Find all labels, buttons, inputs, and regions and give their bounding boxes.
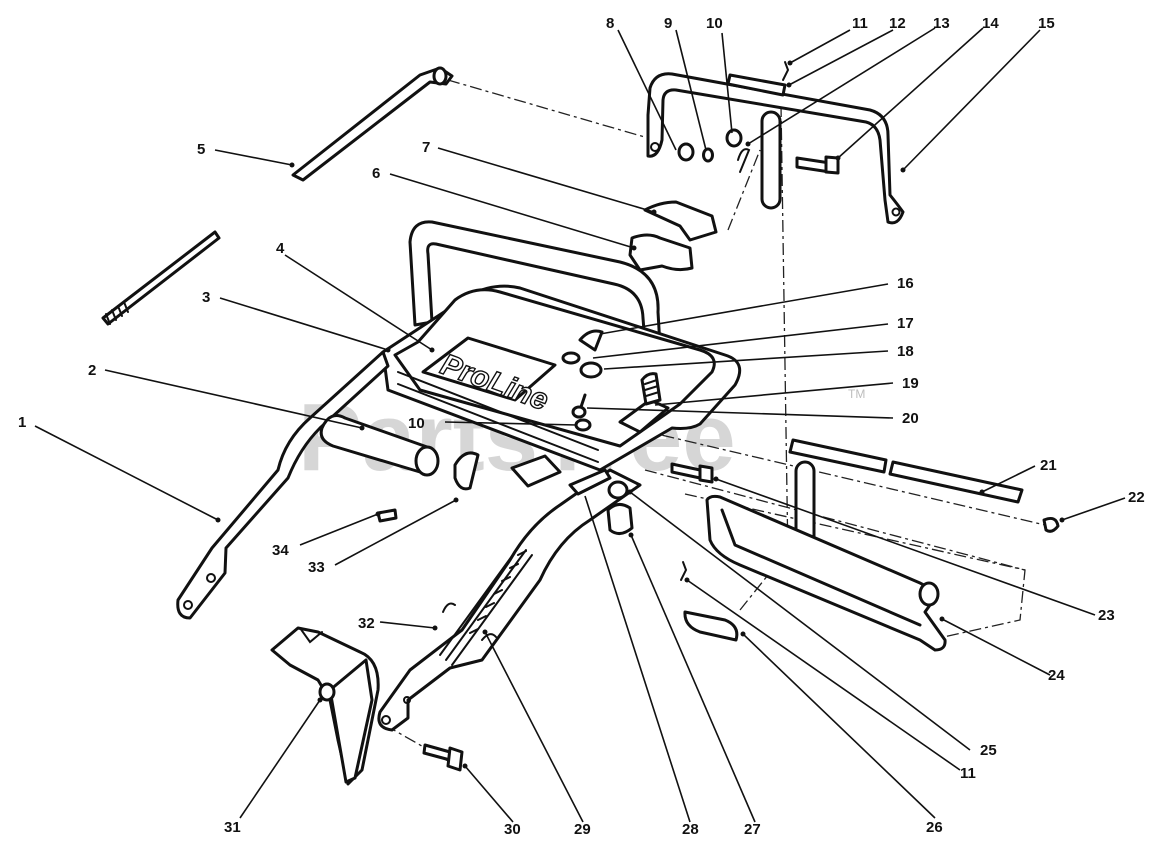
callout-label: 5 (197, 141, 205, 158)
callout-label: 4 (276, 240, 285, 257)
leader-dots (215, 60, 1065, 769)
parts-33-34 (376, 451, 562, 523)
part-24-bail (705, 494, 947, 652)
callout-label: 31 (224, 819, 241, 836)
callout-label: 25 (980, 742, 997, 759)
callout-label: 22 (1128, 489, 1145, 506)
part-21-rod (788, 438, 1060, 533)
callout-label: 8 (606, 15, 614, 32)
callout-label: 1 (18, 414, 26, 431)
lower-handle-frame: ProLine (176, 220, 742, 620)
callout-label: 7 (422, 139, 430, 156)
part-31-bracket (270, 626, 380, 786)
callout-label: 6 (372, 165, 380, 182)
parts-25-27-knobs (606, 480, 634, 535)
callout-label: 14 (982, 15, 999, 32)
hardware-8-14 (677, 61, 840, 175)
callout-label: 2 (88, 362, 96, 379)
callout-labels: 1 2 3 4 5 6 7 8 9 10 11 12 13 14 15 16 1… (18, 15, 1145, 838)
callout-label: 30 (504, 821, 521, 838)
callout-label: 11 (960, 765, 976, 782)
callout-label: 34 (272, 542, 289, 559)
callout-label: 18 (897, 343, 914, 360)
callout-label: 10 (408, 415, 425, 432)
leader-lines (34, 27, 1126, 823)
lower-handle-tube (377, 468, 642, 732)
part-26-plate (680, 561, 739, 642)
callout-label: 12 (889, 15, 906, 32)
part-5-rod (291, 66, 454, 182)
svg-text:TM: TM (848, 387, 865, 401)
part-23-bolt (670, 462, 714, 484)
callout-label: 9 (664, 15, 672, 32)
callout-label: 19 (902, 375, 919, 392)
callout-label: 33 (308, 559, 325, 576)
callout-label: 21 (1040, 457, 1057, 474)
callout-label: 32 (358, 615, 375, 632)
callout-label: 27 (744, 821, 761, 838)
callout-label: 10 (706, 15, 723, 32)
threaded-rod (101, 230, 221, 326)
callout-label: 11 (852, 15, 868, 32)
callout-label: 15 (1038, 15, 1055, 32)
callout-label: 29 (574, 821, 591, 838)
callout-label: 13 (933, 15, 950, 32)
callout-label: 17 (897, 315, 914, 332)
callout-label: 20 (902, 410, 919, 427)
small-parts-16-20 (561, 329, 604, 432)
callout-label: 16 (897, 275, 914, 292)
callout-label: 28 (682, 821, 699, 838)
part-15-upper-handle (646, 72, 905, 225)
parts-6-7-brackets (628, 200, 718, 272)
callout-label: 23 (1098, 607, 1115, 624)
callout-label: 24 (1048, 667, 1065, 684)
callout-label: 26 (926, 819, 943, 836)
part-30-bolt (422, 743, 464, 772)
callout-label: 3 (202, 289, 210, 306)
